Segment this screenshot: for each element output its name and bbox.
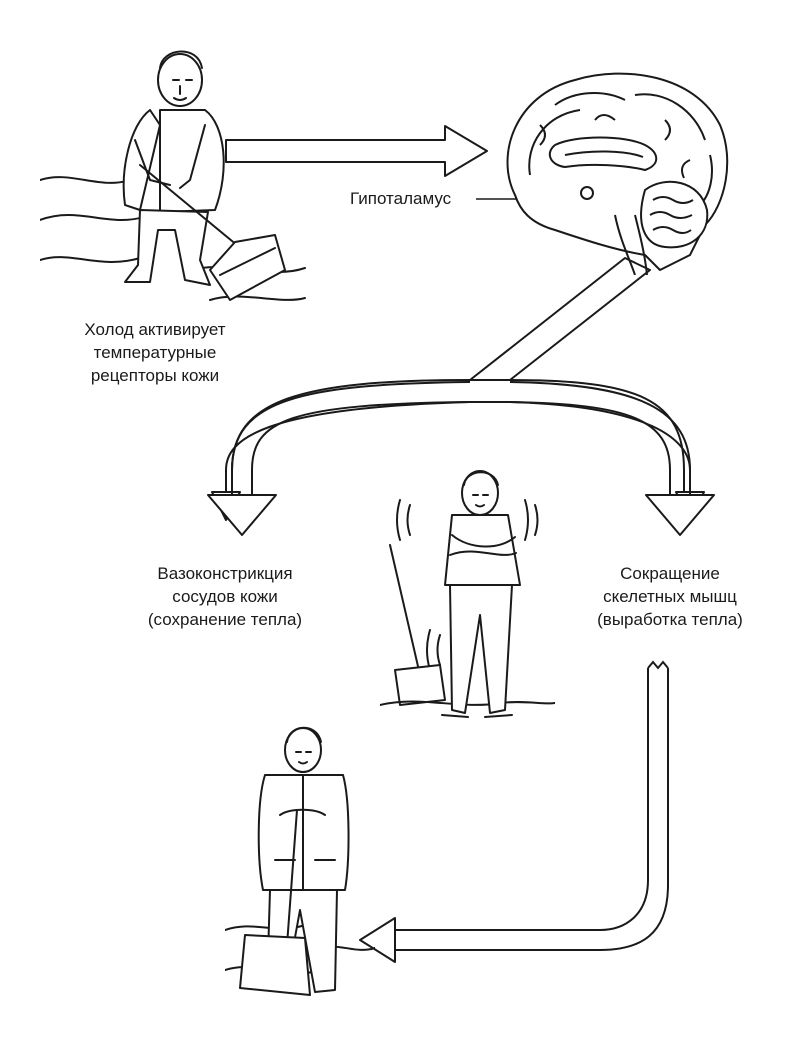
cold-receptors-caption: Холод активирует температурные рецепторы… xyxy=(40,318,270,387)
caption-line: рецепторы кожи xyxy=(90,366,220,385)
caption-line: скелетных мышц xyxy=(603,587,737,606)
left-branch-outer xyxy=(231,381,471,495)
return-arrow-outer xyxy=(395,668,649,931)
person-with-shovel-icon xyxy=(225,726,375,996)
caption-line: Сокращение xyxy=(620,564,720,583)
muscle-contraction-caption: Сокращение скелетных мышц (выработка теп… xyxy=(555,562,785,631)
hypothalamus-label: Гипоталамус xyxy=(350,189,452,208)
person-shoveling-icon xyxy=(40,50,306,301)
caption-line: температурные xyxy=(93,343,217,362)
person-shivering-icon xyxy=(380,470,555,718)
brain-stem-arrow xyxy=(469,257,651,381)
caption-line: сосудов кожи xyxy=(172,587,278,606)
vasoconstriction-caption: Вазоконстрикция сосудов кожи (сохранение… xyxy=(110,562,340,631)
caption-line: (выработка тепла) xyxy=(597,610,743,629)
left-arrowhead xyxy=(207,494,277,536)
return-arrow-inner xyxy=(395,668,669,951)
caption-line: Холод активирует xyxy=(84,320,226,339)
return-arrowhead xyxy=(359,917,396,963)
caption-line: (сохранение тепла) xyxy=(147,610,303,629)
caption-line: Вазоконстрикция xyxy=(157,564,293,583)
arrow-to-brain xyxy=(225,125,488,177)
right-branch-inner xyxy=(509,401,671,495)
right-branch-outer xyxy=(509,381,691,495)
left-branch-inner xyxy=(251,401,471,495)
brain-icon xyxy=(506,72,729,275)
right-arrowhead xyxy=(645,494,715,536)
